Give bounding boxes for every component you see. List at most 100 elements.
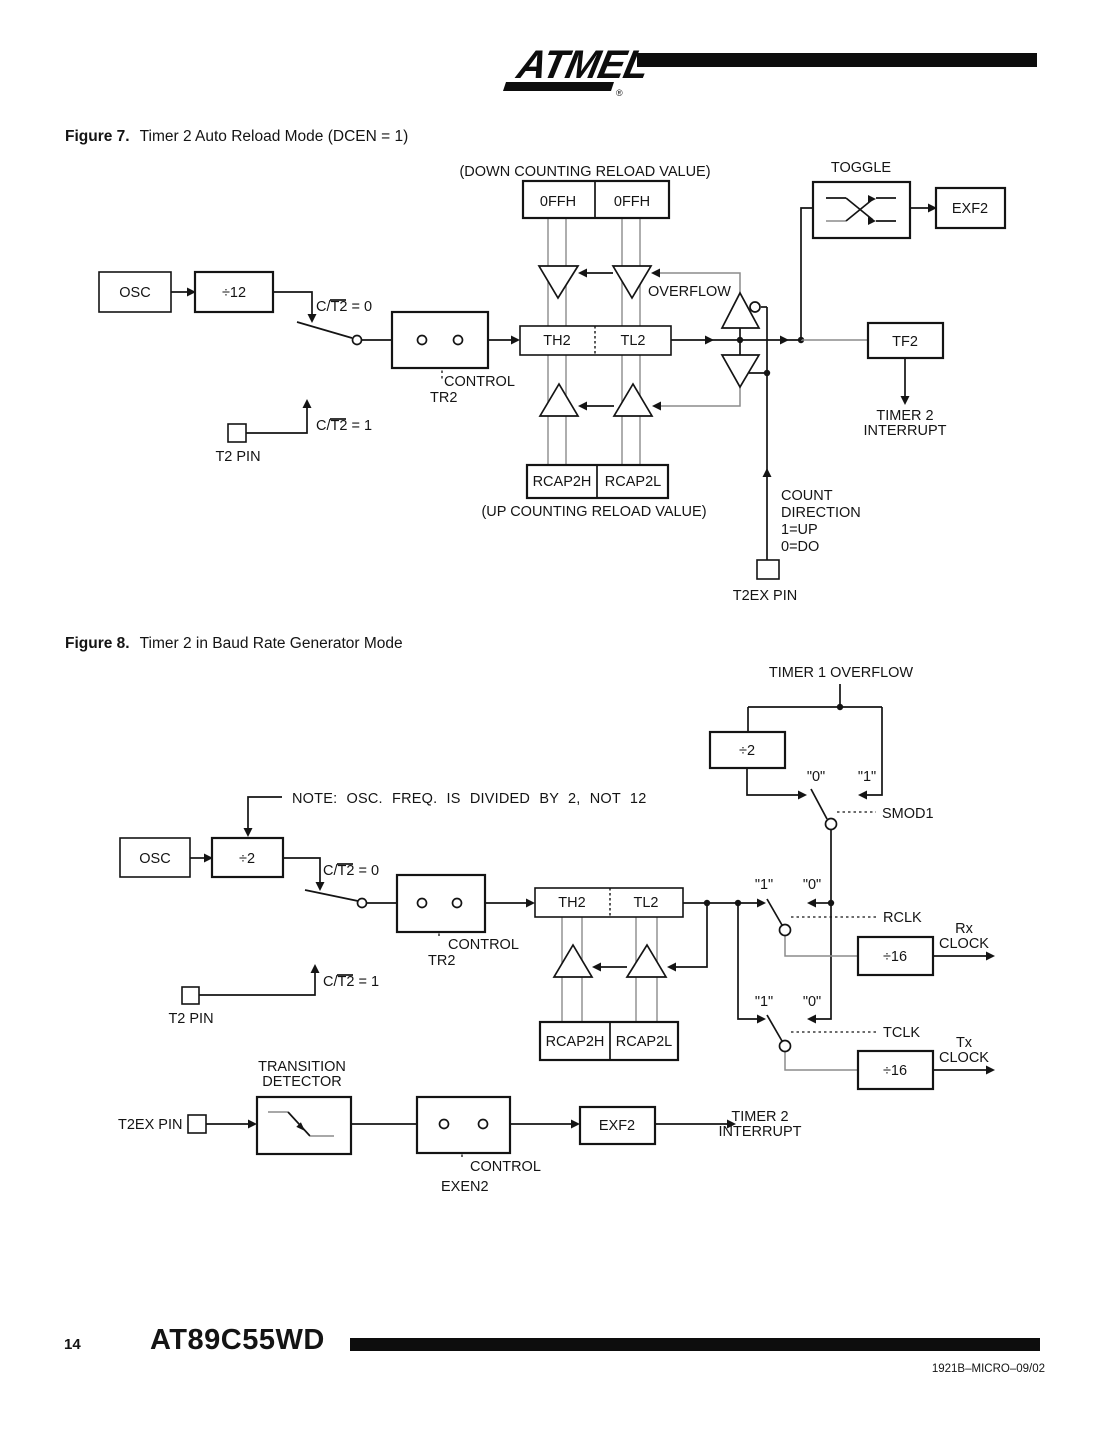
t2-pin-label: T2 PIN <box>215 449 260 465</box>
rcap2h-label: RCAP2H <box>533 474 592 490</box>
tf2-label: TF2 <box>892 334 918 350</box>
figure7-caption: Figure 7. Timer 2 Auto Reload Mode (DCEN … <box>65 128 408 146</box>
timer2-interrupt-label-line2: INTERRUPT <box>864 423 947 439</box>
ct2-eq1-label: C/T2 = 1 <box>316 418 372 434</box>
div16-rx-box <box>856 935 935 977</box>
toggle-label: TOGGLE <box>831 160 891 176</box>
switch-contact-icon <box>438 1118 450 1130</box>
tclk-zero-label: "0" <box>803 994 821 1010</box>
rcap2-register <box>538 1020 680 1062</box>
rclk-label: RCLK <box>883 910 922 926</box>
div12-label: ÷12 <box>222 285 246 301</box>
timer2-interrupt-label-line1: TIMER 2 <box>731 1109 788 1125</box>
smod1-one-label: "1" <box>858 769 876 785</box>
t2ex-pin-box <box>756 559 780 580</box>
transition-detector-label-line2: DETECTOR <box>262 1074 342 1090</box>
tf2-box <box>866 321 945 360</box>
th2-tl2-register <box>519 325 672 356</box>
figure8-caption: Figure 8. Timer 2 in Baud Rate Generator … <box>65 635 403 653</box>
exen2-label: EXEN2 <box>441 1179 489 1195</box>
th2-label: TH2 <box>558 895 585 911</box>
figure7-caption-text: Timer 2 Auto Reload Mode (DCEN = 1) <box>139 128 409 145</box>
control-label: CONTROL <box>444 374 515 390</box>
switch-contact-icon <box>356 897 368 909</box>
smod1-zero-label: "0" <box>807 769 825 785</box>
rcap2l-label: RCAP2L <box>605 474 661 490</box>
page-number: 14 <box>64 1336 81 1353</box>
atmel-logo: ATMEL ® <box>503 41 653 98</box>
osc-label: OSC <box>139 851 170 867</box>
part-number: AT89C55WD <box>150 1324 325 1356</box>
t2ex-pin-box <box>187 1114 207 1134</box>
div2-box <box>210 836 285 879</box>
div2-label: ÷2 <box>239 851 255 867</box>
doc-code: 1921B–MICRO–09/02 <box>931 1363 1045 1375</box>
switch-contact-icon <box>416 897 428 909</box>
fig8-wiring <box>190 684 995 1160</box>
t2-pin-box <box>181 986 200 1005</box>
switch-contact-icon <box>416 334 428 346</box>
control-label-bottom: CONTROL <box>470 1159 541 1175</box>
t2-pin-box <box>227 423 247 443</box>
th2-label: TH2 <box>543 333 570 349</box>
timer2-interrupt-label-line1: TIMER 2 <box>876 408 933 424</box>
smod1-label: SMOD1 <box>882 806 934 822</box>
smod1-switch-pivot-icon <box>824 817 838 831</box>
inverter-bubble-icon <box>749 301 761 313</box>
count-direction-line1: COUNT <box>781 488 833 504</box>
osc-box <box>98 271 172 313</box>
count-down-buffer-icon <box>720 354 761 389</box>
switch-contact-icon <box>477 1118 489 1130</box>
t2ex-pin-label: T2EX PIN <box>118 1117 182 1133</box>
exf2-box <box>934 186 1007 230</box>
div16-tx-label: ÷16 <box>883 1063 907 1079</box>
falling-edge-icon <box>268 1111 334 1137</box>
div16-tx-box <box>856 1049 935 1091</box>
tclk-one-label: "1" <box>755 994 773 1010</box>
timer1-overflow-label: TIMER 1 OVERFLOW <box>769 665 914 681</box>
toggle-cross-icon <box>826 195 896 225</box>
count-up-buffer-icon <box>720 291 761 329</box>
rx-clock-label: CLOCK <box>939 936 989 952</box>
fig7-wiring <box>171 203 937 560</box>
figure8-caption-label: Figure 8. <box>65 635 130 652</box>
figure8-diagram: TIMER 1 OVERFLOW ÷2 "0" "1" SMOD1 NOTE: … <box>118 665 995 1195</box>
exf2-box <box>578 1105 657 1146</box>
rcap2l-label: RCAP2L <box>616 1034 672 1050</box>
count-direction-line2: DIRECTION <box>781 505 861 521</box>
overflow-label: OVERFLOW <box>648 284 731 300</box>
reload-buffer-down-high-icon <box>537 265 580 300</box>
reload-buffer-down-low-icon <box>611 265 653 300</box>
control-label: CONTROL <box>448 937 519 953</box>
ct2-eq1-label: C/T2 = 1 <box>323 974 379 990</box>
atmel-logo-text: ATMEL <box>512 41 652 86</box>
osc-label: OSC <box>119 285 150 301</box>
registered-mark: ® <box>616 88 623 98</box>
note-label: NOTE: OSC. FREQ. IS DIVIDED BY 2, NOT 12 <box>292 791 646 807</box>
figure7-caption-label: Figure 7. <box>65 128 130 145</box>
tr2-control-box <box>390 310 490 370</box>
transition-detector-box <box>255 1095 353 1156</box>
rclk-zero-label: "0" <box>803 877 821 893</box>
switch-contact-icon <box>351 334 363 346</box>
atmel-logo-mark: ATMEL ® <box>503 41 653 98</box>
figure8-caption-text: Timer 2 in Baud Rate Generator Mode <box>139 635 403 652</box>
tx-clock-label: CLOCK <box>939 1050 989 1066</box>
th2-tl2-register <box>534 887 684 918</box>
t2ex-pin-label: T2EX PIN <box>733 588 797 604</box>
tl2-label: TL2 <box>634 895 659 911</box>
exf2-label: EXF2 <box>599 1118 635 1134</box>
timer2-interrupt-label-line2: INTERRUPT <box>719 1124 802 1140</box>
t2-pin-label: T2 PIN <box>168 1011 213 1027</box>
header-rule-bar <box>637 53 1037 67</box>
rclk-one-label: "1" <box>755 877 773 893</box>
down-counting-label: (DOWN COUNTING RELOAD VALUE) <box>459 164 710 180</box>
tr2-label: TR2 <box>428 953 455 969</box>
div12-box <box>193 270 275 314</box>
count-direction-line4: 0=DO <box>781 539 819 555</box>
reload-buffer-up-high-icon <box>538 382 580 417</box>
ct2-eq0-label: C/T2 = 0 <box>323 863 379 879</box>
rclk-switch-pivot-icon <box>778 923 792 937</box>
footer-rule-bar <box>350 1338 1040 1351</box>
